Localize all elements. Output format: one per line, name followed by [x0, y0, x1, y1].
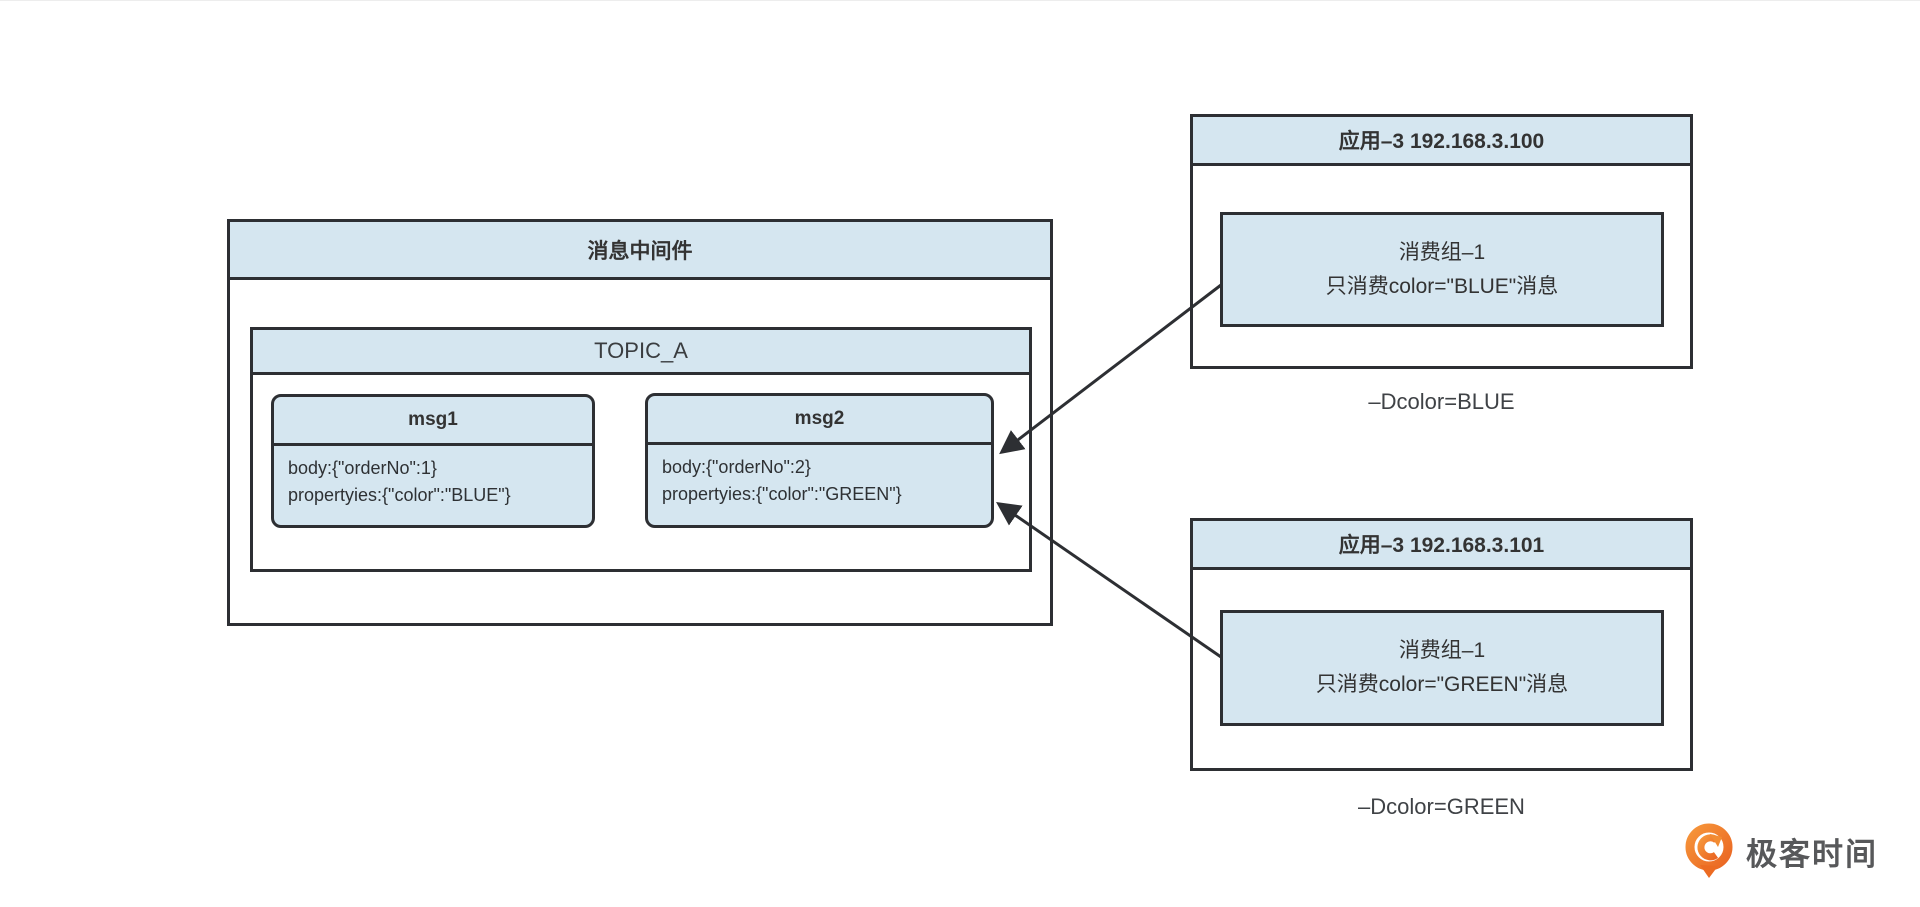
msg2-header: msg2 — [648, 396, 991, 445]
application-2-header: 应用–3 192.168.3.101 — [1193, 521, 1690, 570]
consumer-group-2-line2: 只消费color="GREEN"消息 — [1315, 673, 1569, 696]
consumer-group-2-line1: 消费组–1 — [1398, 639, 1486, 663]
application-1-header: 应用–3 192.168.3.100 — [1193, 117, 1690, 166]
msg2-title: msg2 — [794, 408, 845, 429]
msg1-header: msg1 — [274, 397, 592, 446]
msg1-body-line1: body:{"orderNo":1} — [288, 458, 437, 478]
jvm-option-label-1: –Dcolor=BLUE — [1368, 389, 1515, 414]
msg2-box: msg2 body:{"orderNo":2} propertyies:{"co… — [645, 393, 994, 528]
geektime-logo-icon — [1685, 823, 1733, 878]
msg1-body: body:{"orderNo":1} propertyies:{"color":… — [274, 446, 592, 518]
geektime-logo: 极客时间 — [1682, 823, 1878, 879]
msg2-body: body:{"orderNo":2} propertyies:{"color":… — [648, 445, 991, 517]
topic-header: TOPIC_A — [253, 330, 1029, 375]
middleware-header: 消息中间件 — [230, 222, 1050, 280]
msg1-body-line2: propertyies:{"color":"BLUE"} — [288, 485, 511, 505]
msg2-body-line1: body:{"orderNo":2} — [662, 457, 811, 477]
msg1-title: msg1 — [408, 409, 458, 430]
topic-title: TOPIC_A — [594, 338, 688, 363]
consumer-group-box-2: 消费组–1 只消费color="GREEN"消息 — [1220, 610, 1664, 726]
middleware-title: 消息中间件 — [587, 239, 693, 263]
msg1-box: msg1 body:{"orderNo":1} propertyies:{"co… — [271, 394, 595, 528]
application-1-title: 应用–3 192.168.3.100 — [1338, 130, 1545, 153]
consumer-group-box-1: 消费组–1 只消费color="BLUE"消息 — [1220, 212, 1664, 327]
msg2-body-line2: propertyies:{"color":"GREEN"} — [662, 484, 902, 504]
jvm-option-label-2: –Dcolor=GREEN — [1358, 794, 1525, 819]
consumer-group-1-line2: 只消费color="BLUE"消息 — [1325, 274, 1559, 298]
geektime-logo-text: 极客时间 — [1746, 836, 1878, 872]
consumer-group-1-line1: 消费组–1 — [1398, 240, 1486, 264]
application-2-title: 应用–3 192.168.3.101 — [1338, 534, 1545, 557]
